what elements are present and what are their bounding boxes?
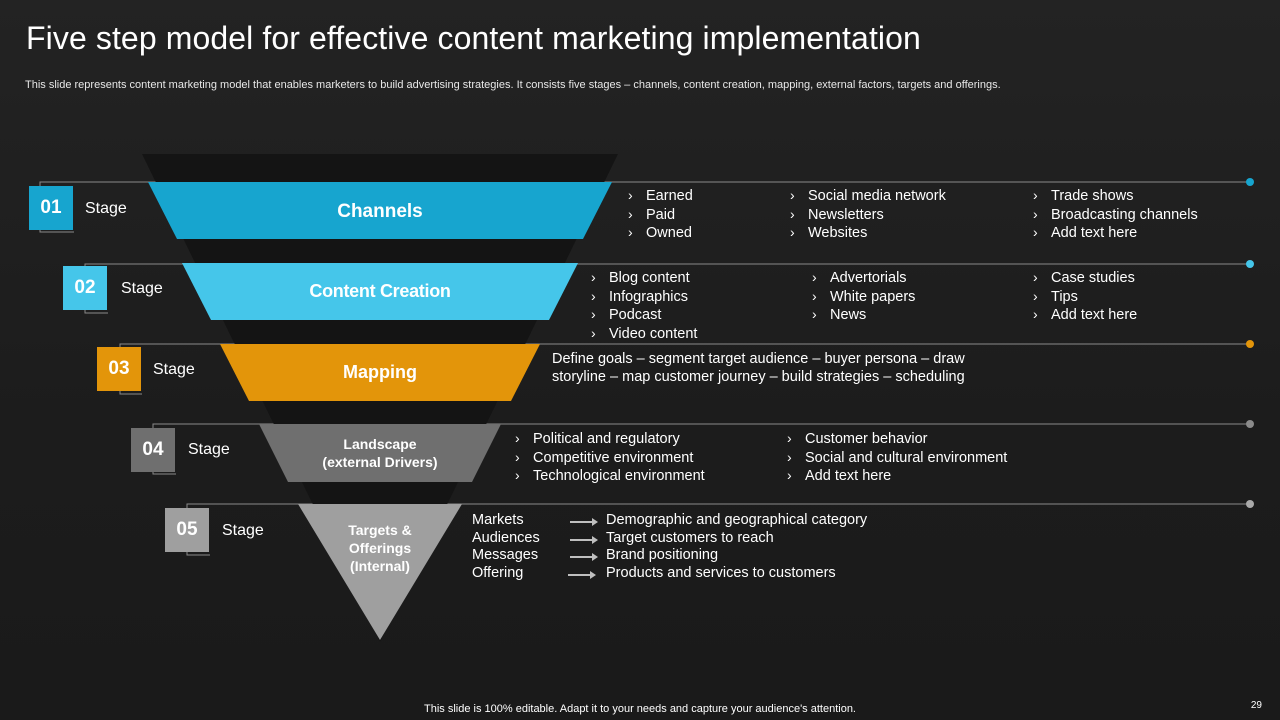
list-item: Podcast [591,306,697,325]
band-channels [148,182,612,239]
list-item: Advertorials [812,269,915,288]
stage4-col1: Political and regulatory Competitive env… [515,430,705,486]
band-label-targets-line2: Offerings [348,540,412,556]
list-item: Broadcasting channels [1033,206,1198,225]
slide-title: Five step model for effective content ma… [26,20,921,56]
mapping-to-markets: Demographic and geographical category [606,512,868,528]
list-item: Political and regulatory [515,430,705,449]
mapping-from-offering: Offering [472,565,524,581]
list-item: Owned [628,224,693,243]
mapping-from-markets: Markets [472,512,524,528]
list-item: Tips [1033,288,1137,307]
slide-footer: This slide is 100% editable. Adapt it to… [424,703,856,715]
connector-dot-2 [1246,260,1254,268]
connector-dot-3 [1246,340,1254,348]
list-item: Newsletters [790,206,946,225]
list-item: Technological environment [515,467,705,486]
band-label-targets-line1: Targets & [348,522,412,538]
list-item: News [812,306,915,325]
mapping-from-audiences: Audiences [472,530,540,546]
list-item: Websites [790,224,946,243]
connector-dot-5 [1246,500,1254,508]
list-item: Earned [628,187,693,206]
stage-number-5: 05 [165,508,209,552]
band-label-landscape: Landscape (external Drivers) [290,435,470,471]
list-item: Paid [628,206,693,225]
stage-number-4: 04 [131,428,175,472]
list-item: Add text here [1033,224,1198,243]
list-item: Add text here [787,467,1007,486]
list-item: Social media network [790,187,946,206]
band-landscape [259,424,501,482]
list-item: Add text here [1033,306,1137,325]
page-number: 29 [1250,700,1262,711]
list-item: Competitive environment [515,449,705,468]
list-item: Trade shows [1033,187,1198,206]
stage1-col2: Social media network Newsletters Website… [790,187,946,243]
stage1-col3: Trade shows Broadcasting channels Add te… [1033,187,1198,243]
arrow-right-icon [570,518,598,526]
band-content-creation [182,263,578,320]
mapping-to-audiences: Target customers to reach [606,530,774,546]
mapping-from-messages: Messages [472,547,539,563]
stage-number-3: 03 [97,347,141,391]
band-targets [298,504,462,640]
arrow-right-icon [568,571,596,579]
stage-label-2: Stage [121,280,163,297]
mapping-to-messages: Brand positioning [606,547,719,563]
stage2-col3: Case studies Tips Add text here [1033,269,1137,325]
stage4-col2: Customer behavior Social and cultural en… [787,430,1007,486]
connector-dot-1 [1246,178,1254,186]
band-label-targets-line3: (Internal) [350,558,410,574]
stage2-col2: Advertorials White papers News [812,269,915,325]
band-label-mapping: Mapping [343,362,417,382]
stage-label-1: Stage [85,200,127,217]
stage1-col1: Earned Paid Owned [628,187,693,243]
stage-number-1: 01 [29,186,73,230]
band-label-channels: Channels [337,201,423,222]
stage-label-3: Stage [153,361,195,378]
list-item: Social and cultural environment [787,449,1007,468]
list-item: Video content [591,325,697,344]
list-item: White papers [812,288,915,307]
band-label-targets: Targets & Offerings (Internal) [320,521,440,575]
list-item: Customer behavior [787,430,1007,449]
band-mapping [220,344,540,401]
connector-dot-4 [1246,420,1254,428]
band-label-content-creation: Content Creation [309,281,451,301]
slide-subtitle: This slide represents content marketing … [25,79,1001,91]
band-label-landscape-line1: Landscape [343,436,417,452]
stage-label-5: Stage [222,522,264,539]
band-label-landscape-line2: (external Drivers) [322,454,438,470]
stage3-description: Define goals – segment target audience –… [552,351,965,385]
stage2-col1: Blog content Infographics Podcast Video … [591,269,697,343]
arrow-right-icon [570,553,598,561]
list-item: Case studies [1033,269,1137,288]
list-item: Infographics [591,288,697,307]
list-item: Blog content [591,269,697,288]
stage-label-4: Stage [188,441,230,458]
arrow-right-icon [570,536,598,544]
mapping-to-offering: Products and services to customers [606,565,836,581]
stage-number-2: 02 [63,266,107,310]
